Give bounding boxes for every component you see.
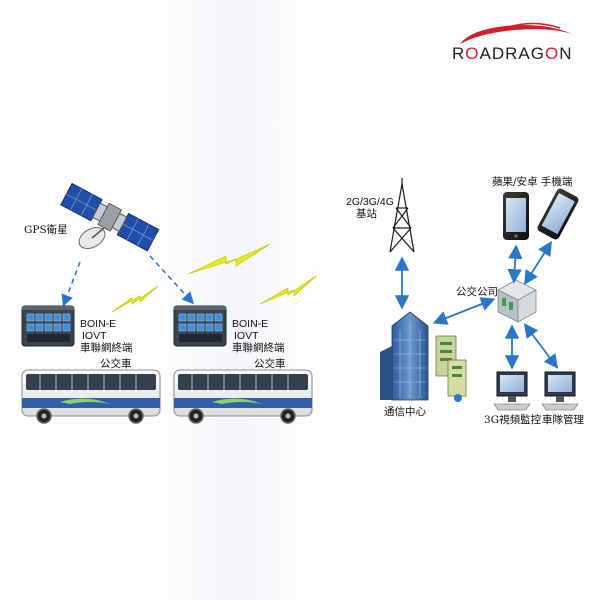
signal-lightning-2	[187, 243, 271, 275]
bus-2-label: 公交車	[254, 358, 286, 370]
logo-letter-o2: O	[544, 44, 560, 63]
terminal-1-desc: 車聯網終端	[80, 342, 133, 354]
comm-center-building-icon	[380, 311, 429, 401]
gps-link-2	[149, 255, 195, 305]
gps-link-1	[61, 261, 81, 307]
terminal-1-model: BOIN-E	[80, 318, 117, 330]
bus-1-icon	[21, 369, 161, 424]
base-station-label-line1: 2G/3G/4G	[346, 196, 394, 208]
terminal-device-2	[173, 305, 227, 347]
brand-logo: ROADRAGON	[452, 44, 582, 64]
logo-letters-mid: ADRAG	[479, 44, 545, 63]
bus-1-label: 公交車	[100, 358, 132, 370]
terminal-2-desc: 車聯網終端	[232, 342, 285, 354]
terminal-device-1	[21, 305, 75, 347]
logo-letter-r: R	[452, 44, 466, 63]
cell-tower-icon	[389, 178, 415, 253]
terminal-2-type: IOVT	[234, 330, 259, 342]
link-company-to-fleet	[523, 323, 559, 369]
logo-swoosh	[460, 22, 572, 44]
background-stripe	[150, 0, 320, 600]
terminal-2-model: BOIN-E	[232, 318, 269, 330]
server-racks-icon	[435, 335, 467, 402]
bus-2-icon	[173, 369, 313, 424]
base-station-label-line2: 基站	[356, 208, 377, 220]
android-phone-icon	[537, 188, 579, 240]
gps-satellite-label: GPS衛星	[24, 224, 68, 236]
fleet-management-computer-icon	[541, 371, 579, 411]
iphone-icon	[503, 192, 529, 240]
link-company-to-iphone	[507, 244, 523, 284]
link-company-to-android	[524, 240, 552, 286]
terminal-1-type: IOVT	[82, 330, 107, 342]
mobile-terminal-label: 蘋果/安卓 手機端	[492, 176, 573, 188]
bus-company-label: 公交公司	[456, 286, 498, 298]
satellite-icon	[60, 182, 160, 252]
fleet-management-label: 車隊管理	[542, 414, 584, 426]
logo-letter-n: N	[559, 44, 573, 63]
link-comm-center-to-company	[432, 297, 496, 325]
logo-letter-o1: O	[465, 44, 480, 63]
video-monitoring-label: 3G視頻監控	[484, 414, 542, 426]
company-server-icon	[497, 279, 537, 323]
signal-lightning-3	[259, 275, 317, 305]
video-monitor-computer-icon	[493, 371, 531, 411]
signal-lightning-1	[111, 285, 159, 313]
comm-center-label: 通信中心	[384, 406, 426, 418]
